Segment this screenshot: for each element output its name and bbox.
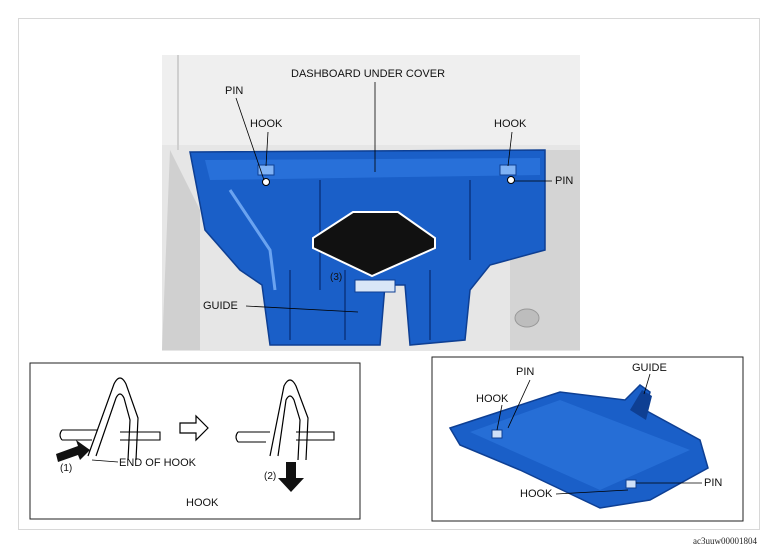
cover-hook-bottom-label: HOOK	[520, 488, 553, 500]
cover-pin-top-label: PIN	[516, 366, 535, 378]
figure-code: ac3uuw00001804	[693, 536, 757, 546]
bolt-icon	[514, 308, 540, 328]
down-arrow-icon	[312, 211, 436, 278]
dashboard-upper-panel	[162, 55, 580, 145]
pin-left-label: PIN	[225, 85, 244, 97]
hook-detail-box	[29, 362, 361, 520]
hook-detail-caption: HOOK	[186, 497, 219, 509]
down-arrow-small-icon	[278, 462, 304, 492]
pin-right	[507, 176, 515, 184]
end-of-hook-label: END OF HOOK	[119, 457, 197, 469]
hook-right	[499, 164, 517, 176]
hook-left-label: HOOK	[250, 118, 283, 130]
cover-guide-label: GUIDE	[632, 362, 667, 374]
step-2-label: (2)	[264, 471, 277, 482]
step-1-label: (1)	[60, 463, 73, 474]
next-step-arrow-icon	[179, 414, 209, 442]
push-arrow-icon	[56, 440, 90, 462]
guide-slot	[354, 279, 396, 293]
step-3-label: (3)	[330, 272, 343, 283]
pin-right-label: PIN	[555, 175, 574, 187]
hook-right-label: HOOK	[494, 118, 527, 130]
cover-pin-bottom-label: PIN	[704, 477, 723, 489]
pin-left	[262, 178, 270, 186]
guide-label: GUIDE	[203, 300, 238, 312]
cover-hook-top-label: HOOK	[476, 393, 509, 405]
dashboard-left-panel	[162, 150, 200, 350]
dashboard-under-cover-label: DASHBOARD UNDER COVER	[291, 68, 446, 80]
